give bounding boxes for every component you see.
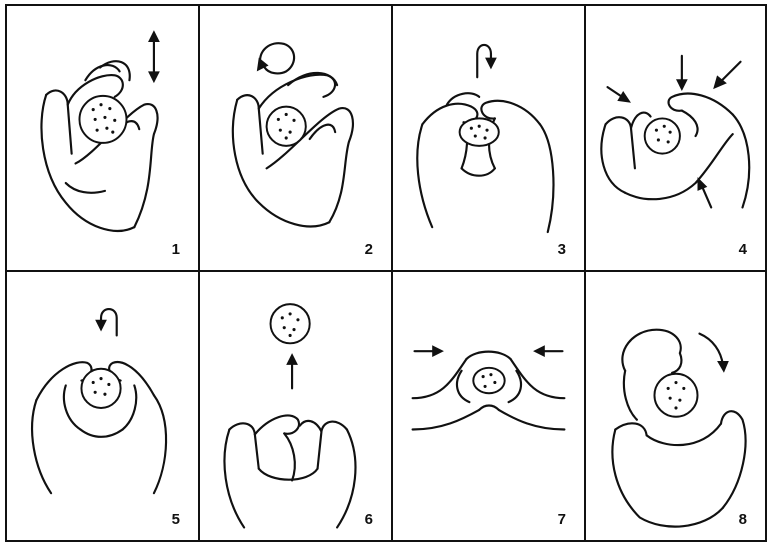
curved-turn-arrow-icon (477, 45, 497, 77)
hand-rolling-ball-in-palm-icon (586, 272, 765, 540)
double-vertical-arrow-icon (148, 30, 160, 83)
up-arrow-icon (286, 353, 298, 388)
step-number: 6 (365, 511, 373, 528)
hands-folding-ball-icon (7, 272, 198, 540)
step-number: 8 (739, 511, 747, 528)
step-number: 2 (365, 241, 373, 258)
hands-pressing-ball-icon (586, 6, 765, 270)
step-panel-1: 1 (5, 4, 200, 272)
step-panel-6: 6 (198, 270, 393, 542)
step-number: 7 (558, 511, 566, 528)
step-number: 5 (172, 511, 180, 528)
step-panel-2: 2 (198, 4, 393, 272)
hands-rolling-ball-up-down-icon (7, 6, 198, 270)
step-number: 4 (739, 241, 747, 258)
step-panel-5: 5 (5, 270, 200, 542)
step-panel-3: 3 (391, 4, 586, 272)
step-panel-4: 4 (584, 4, 767, 272)
hands-flattening-ball-icon (393, 6, 584, 270)
step-number: 1 (172, 241, 180, 258)
hands-squeezing-ball-sideways-icon (393, 272, 584, 540)
step-panel-7: 7 (391, 270, 586, 542)
step-panel-8: 8 (584, 270, 767, 542)
ball-tossed-up-from-hands-icon (200, 272, 391, 540)
curved-turn-arrow-icon (95, 309, 117, 335)
hands-rolling-ball-circular-icon (200, 6, 391, 270)
step-number: 3 (558, 241, 566, 258)
circular-arrow-icon (257, 43, 294, 73)
curved-down-arrow-icon (699, 334, 728, 373)
